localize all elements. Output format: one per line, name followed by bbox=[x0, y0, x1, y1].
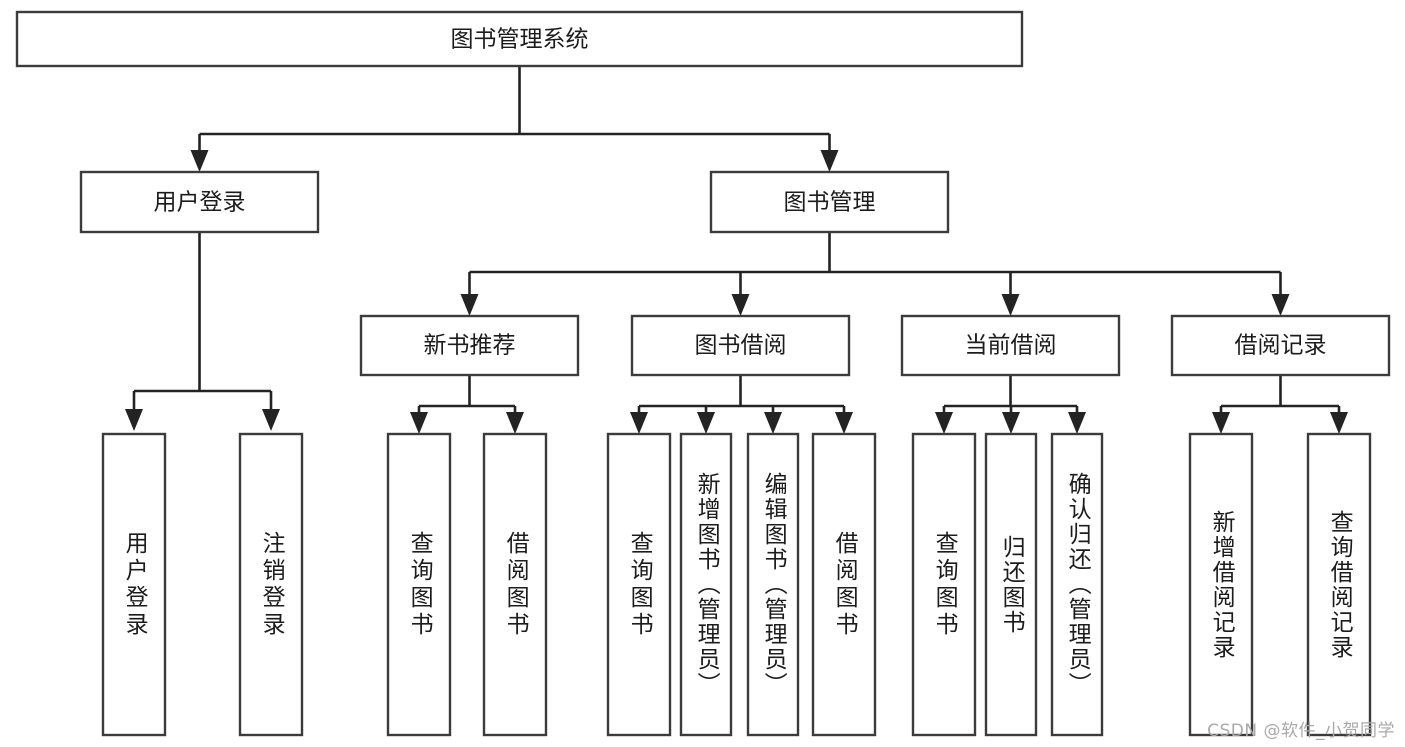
connector-group-book-manage bbox=[460, 232, 1290, 316]
arrow-to-leaf-query-record bbox=[1330, 412, 1348, 434]
arrow-root-to-book-manage bbox=[820, 150, 839, 172]
arrow-to-book-borrow bbox=[731, 294, 750, 316]
node-current-borrow-label: 当前借阅 bbox=[965, 333, 1057, 359]
connector-group-user-login bbox=[125, 232, 280, 431]
arrow-to-leaf-query-book-2 bbox=[630, 412, 648, 434]
arrow-to-leaf-return-book bbox=[1002, 412, 1020, 434]
node-user-login-label: 用户登录 bbox=[154, 190, 246, 216]
node-user-login-box[interactable] bbox=[79, 170, 320, 234]
node-current-borrow-box[interactable] bbox=[900, 314, 1121, 377]
leaf-query-book-2-box[interactable] bbox=[606, 432, 672, 737]
csdn-watermark: CSDN @软件_小贺同学 bbox=[1207, 721, 1395, 741]
leaf-user-logout-box[interactable] bbox=[238, 432, 304, 737]
leaf-edit-book-box[interactable] bbox=[746, 432, 800, 737]
arrow-to-leaf-borrow-book-1 bbox=[506, 412, 524, 434]
node-new-book-recommend[interactable]: 新书推荐 bbox=[359, 314, 580, 377]
arrow-to-leaf-borrow-book-2 bbox=[835, 412, 853, 434]
node-borrow-records-box[interactable] bbox=[1170, 314, 1391, 377]
connector-group-borrow-records bbox=[1212, 375, 1348, 434]
arrow-to-leaf-user-login bbox=[125, 409, 143, 431]
node-book-borrow-box[interactable] bbox=[630, 314, 851, 377]
leaf-query-book-1-box[interactable] bbox=[386, 432, 452, 737]
leaf-query-book-3-box[interactable] bbox=[911, 432, 977, 737]
arrow-to-new-book-recommend bbox=[460, 294, 479, 316]
connector-group-current-borrow bbox=[935, 375, 1086, 434]
connector-group-book-borrow bbox=[630, 375, 853, 434]
arrow-to-leaf-query-book-3 bbox=[935, 412, 953, 434]
arrow-to-current-borrow bbox=[1001, 294, 1020, 316]
arrow-to-leaf-add-record bbox=[1212, 412, 1230, 434]
node-book-manage[interactable]: 图书管理 bbox=[709, 170, 950, 234]
leaf-add-record-box[interactable] bbox=[1188, 432, 1254, 737]
leaf-confirm-return-box[interactable] bbox=[1050, 432, 1104, 737]
node-borrow-records-label: 借阅记录 bbox=[1235, 333, 1327, 359]
node-root[interactable]: 图书管理系统 bbox=[15, 10, 1024, 68]
node-book-manage-label: 图书管理 bbox=[784, 190, 876, 216]
node-current-borrow[interactable]: 当前借阅 bbox=[900, 314, 1121, 377]
leaf-borrow-book-1-box[interactable] bbox=[482, 432, 548, 737]
connector-group-new-book-recommend bbox=[410, 375, 524, 434]
node-borrow-records[interactable]: 借阅记录 bbox=[1170, 314, 1391, 377]
node-root-box[interactable] bbox=[15, 10, 1024, 68]
node-root-label: 图书管理系统 bbox=[451, 27, 589, 53]
arrow-to-leaf-user-logout bbox=[262, 409, 280, 431]
node-book-borrow[interactable]: 图书借阅 bbox=[630, 314, 851, 377]
node-new-book-recommend-label: 新书推荐 bbox=[424, 333, 516, 359]
node-user-login[interactable]: 用户登录 bbox=[79, 170, 320, 234]
connector-group-root bbox=[190, 66, 839, 172]
leaf-query-record-box[interactable] bbox=[1306, 432, 1372, 737]
leaf-borrow-book-2-box[interactable] bbox=[811, 432, 877, 737]
arrow-to-leaf-edit-book bbox=[764, 412, 782, 434]
node-new-book-recommend-box[interactable] bbox=[359, 314, 580, 377]
leaf-add-book-box[interactable] bbox=[679, 432, 733, 737]
leaf-return-book-box[interactable] bbox=[984, 432, 1038, 737]
arrow-to-leaf-query-book-1 bbox=[410, 412, 428, 434]
arrow-root-to-user-login bbox=[190, 150, 209, 172]
leaf-user-login-box[interactable] bbox=[101, 432, 167, 737]
arrow-to-leaf-add-book bbox=[697, 412, 715, 434]
arrow-to-borrow-records bbox=[1271, 294, 1290, 316]
arrow-to-leaf-confirm-return bbox=[1068, 412, 1086, 434]
node-book-borrow-label: 图书借阅 bbox=[695, 333, 787, 359]
node-book-manage-box[interactable] bbox=[709, 170, 950, 234]
